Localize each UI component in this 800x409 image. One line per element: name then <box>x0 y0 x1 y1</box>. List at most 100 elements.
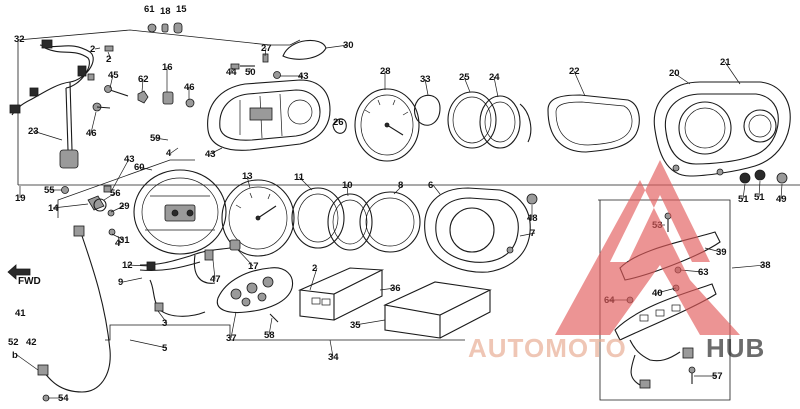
part-label-5: 5 <box>162 343 168 354</box>
watermark-text-hub: HUB <box>706 333 765 363</box>
part-label-37: 37 <box>226 333 237 344</box>
part-label-30: 30 <box>343 40 354 51</box>
part-label-63: 63 <box>698 267 709 278</box>
part-label-52: 52 <box>8 337 19 348</box>
part-label-43c: 43 <box>124 154 135 165</box>
part-label-2b: 2 <box>106 54 111 65</box>
fwd-label: FWD <box>18 276 41 287</box>
bezel-rings-11-10-8 <box>291 187 421 253</box>
part-label-22: 22 <box>569 66 580 77</box>
leader-line-56 <box>103 192 116 201</box>
part-label-39: 39 <box>716 247 727 258</box>
cup-33 <box>413 94 441 126</box>
part-label-27: 27 <box>261 43 272 54</box>
leader-line-27 <box>264 47 267 57</box>
leader-line-21 <box>724 61 741 85</box>
leader-line-39 <box>704 247 722 253</box>
leader-line-20 <box>673 72 691 85</box>
leader-line-25 <box>463 76 471 93</box>
leader-line-51a <box>742 183 746 200</box>
fasteners-upper <box>87 45 281 112</box>
part-label-3: 3 <box>162 318 167 329</box>
leader-lines <box>16 44 783 399</box>
forward-direction-indicator: FWD <box>7 264 41 287</box>
lens-22 <box>547 94 640 153</box>
leader-line-24 <box>493 76 499 98</box>
leader-line-47 <box>212 259 216 280</box>
bezel-rings-25-24 <box>447 91 532 149</box>
part-label-46b: 46 <box>86 128 97 139</box>
part-label-43b: 43 <box>205 149 216 160</box>
part-label-35: 35 <box>350 320 361 331</box>
part-label-62: 62 <box>138 74 149 85</box>
part-label-48: 48 <box>527 213 538 224</box>
speedometer-body <box>133 169 227 255</box>
part-label-19: 19 <box>15 193 26 204</box>
part-label-54: 54 <box>58 393 69 404</box>
leader-line-30 <box>325 44 349 49</box>
watermark-text-auto: AUTOMOTO <box>468 333 627 363</box>
part-label-4b: 4 <box>115 238 121 249</box>
part-label-20: 20 <box>669 68 680 79</box>
watermark-logo <box>555 160 740 335</box>
indicator-lens-30 <box>282 39 327 60</box>
part-label-46a: 46 <box>184 82 195 93</box>
part-label-11: 11 <box>294 172 305 183</box>
part-label-6: 6 <box>428 180 433 191</box>
part-label-55: 55 <box>44 185 55 196</box>
part-label-2c: 2 <box>312 263 317 274</box>
leader-line-60 <box>138 166 153 171</box>
leader-line-29 <box>110 205 125 213</box>
part-label-59: 59 <box>150 133 161 144</box>
part-label-58: 58 <box>264 330 275 341</box>
screw-58 <box>269 313 279 323</box>
part-label-21: 21 <box>720 57 731 68</box>
leader-line-40 <box>656 287 677 294</box>
leader-line-58 <box>268 317 273 336</box>
leader-line-36 <box>379 287 396 291</box>
part-label-32: 32 <box>14 34 25 45</box>
leader-line-2b <box>107 51 112 60</box>
leader-line-22 <box>573 70 586 97</box>
part-label-17: 17 <box>248 261 259 272</box>
leader-line-14 <box>52 203 89 209</box>
bulb-set-top <box>147 22 183 34</box>
leader-line-9 <box>122 277 143 283</box>
part-label-24: 24 <box>489 72 500 83</box>
upper-group-frame <box>17 29 301 185</box>
part-label-45: 45 <box>108 70 119 81</box>
part-label-36: 36 <box>390 283 401 294</box>
part-label-51b: 51 <box>754 192 765 203</box>
part-label-57: 57 <box>712 371 723 382</box>
dial-face-13 <box>221 179 295 257</box>
leader-line-6 <box>432 184 441 195</box>
part-label-9: 9 <box>118 277 123 288</box>
part-label-49: 49 <box>776 194 787 205</box>
part-label-26: 26 <box>333 117 344 128</box>
part-label-2a: 2 <box>90 44 95 55</box>
wiring-harness-lower <box>139 239 241 317</box>
wiring-harness-upper <box>9 39 94 169</box>
leader-line-5 <box>129 339 168 349</box>
leader-line-23 <box>32 130 63 141</box>
leader-line-49 <box>780 183 783 200</box>
meter-small-parts-left <box>61 185 116 236</box>
leader-line-43c <box>111 158 130 191</box>
part-label-42: 42 <box>26 337 37 348</box>
leader-line-2c <box>309 267 318 291</box>
part-label-51a: 51 <box>738 194 749 205</box>
indicator-housing-36-35 <box>297 267 492 339</box>
part-label-4a: 4 <box>166 148 172 159</box>
part-label-14: 14 <box>48 203 59 214</box>
leader-line-59 <box>154 137 169 141</box>
part-label-18: 18 <box>160 6 171 17</box>
bottom-group-frame <box>105 324 465 341</box>
part-label-12: 12 <box>122 260 133 271</box>
lower-case-7 <box>424 187 531 273</box>
part-label-28: 28 <box>380 66 391 77</box>
part-label-47: 47 <box>210 274 221 285</box>
leader-line-2a <box>94 47 101 50</box>
part-label-61: 61 <box>144 4 155 15</box>
